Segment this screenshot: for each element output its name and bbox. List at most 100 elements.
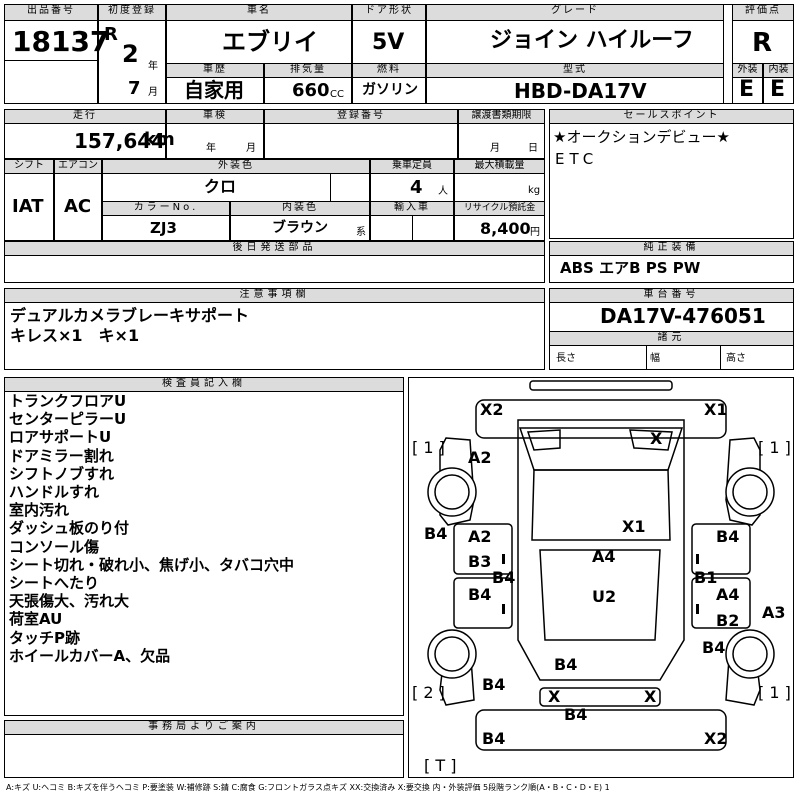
inspector-line: ロアサポートU bbox=[9, 428, 112, 447]
first-registration-cell bbox=[98, 20, 166, 104]
mileage-unit: km bbox=[144, 129, 175, 150]
displacement-label: 排気量 bbox=[264, 63, 352, 78]
fuel-label: 燃料 bbox=[352, 63, 426, 78]
damage-mark: X bbox=[650, 429, 663, 448]
grade-label: グレード bbox=[426, 4, 724, 21]
inspector-line: ドアミラー割れ bbox=[9, 446, 114, 465]
grade-value: ジョイン ハイルーフ bbox=[490, 28, 694, 53]
inspector-line: 室内汚れ bbox=[9, 501, 70, 520]
inspector-line: トランクフロアU bbox=[9, 392, 127, 410]
height-label: 高さ bbox=[726, 353, 746, 364]
damage-mark: B2 bbox=[716, 611, 740, 630]
chassis-label: 車台番号 bbox=[549, 288, 794, 303]
inspection-cell bbox=[166, 123, 264, 159]
notes-line: デュアルカメラブレーキサポート bbox=[10, 306, 250, 325]
history-cell bbox=[166, 77, 264, 104]
damage-mark: B4 bbox=[492, 568, 516, 587]
fuel-cell bbox=[352, 77, 426, 104]
displacement-cell bbox=[264, 77, 352, 104]
notes-line: キレス×1 キ×1 bbox=[10, 326, 140, 345]
transfer-day-unit: 日 bbox=[528, 143, 538, 154]
lot-number-cell bbox=[4, 20, 98, 104]
displacement-value: 660 bbox=[292, 80, 330, 101]
legend-text: A:キズ U:ヘコミ B:キズを伴うヘコミ P:要塗装 W:補修跡 S:錆 C:… bbox=[6, 783, 610, 792]
interior-color-unit: 系 bbox=[356, 227, 366, 238]
history-label: 車歴 bbox=[166, 63, 264, 78]
model-cell bbox=[426, 77, 724, 104]
equipment-cell bbox=[549, 255, 794, 283]
notes-label: 注意事項欄 bbox=[4, 288, 545, 303]
mileage-cell bbox=[4, 123, 166, 159]
damage-mark: X1 bbox=[622, 517, 646, 536]
damage-mark: B4 bbox=[564, 705, 588, 724]
interior-cell bbox=[763, 77, 794, 104]
month-unit: 月 bbox=[148, 87, 158, 98]
damage-mark: A2 bbox=[468, 527, 492, 546]
damage-mark: X bbox=[644, 687, 657, 706]
damage-mark: B4 bbox=[716, 527, 740, 546]
recycle-cell bbox=[454, 215, 545, 241]
damage-mark: X bbox=[548, 687, 561, 706]
color-no-label: カラーNo. bbox=[102, 201, 230, 216]
recycle-value: 8,400 bbox=[480, 219, 531, 238]
equipment-value: ABS エアB PS PW bbox=[560, 259, 701, 277]
mileage-label: 走行 bbox=[4, 109, 166, 124]
vehicle-diagram bbox=[408, 377, 794, 778]
damage-mark: B4 bbox=[702, 638, 726, 657]
notes-cell bbox=[4, 302, 545, 370]
inspector-line: タッチP跡 bbox=[9, 628, 80, 647]
recycle-label: リサイクル預託金 bbox=[454, 201, 545, 216]
shift-value: IAT bbox=[12, 196, 44, 217]
inspection-year-unit: 年 bbox=[206, 143, 216, 154]
exterior-value: E bbox=[739, 77, 755, 102]
damage-mark: B4 bbox=[482, 675, 506, 694]
score-value: R bbox=[752, 28, 773, 58]
damage-mark: B1 bbox=[694, 568, 718, 587]
ext-color-divider bbox=[330, 173, 331, 202]
registration-number-label: 登録番号 bbox=[264, 109, 458, 124]
dimensions-divider bbox=[646, 345, 647, 370]
corner-label-front-right: [ 1 ] bbox=[758, 438, 791, 457]
inspector-line: ダッシュ板のり付 bbox=[9, 519, 130, 538]
capacity-unit: 人 bbox=[438, 186, 448, 197]
inspector-line: シート切れ・破れ小、焦げ小、タバコ穴中 bbox=[9, 555, 295, 574]
inspection-month-unit: 月 bbox=[246, 143, 256, 154]
color-no-value: ZJ3 bbox=[150, 219, 177, 237]
car-name: エブリイ bbox=[222, 28, 318, 56]
later-parts-cell bbox=[4, 255, 545, 283]
ac-cell bbox=[54, 173, 102, 241]
transfer-month-unit: 月 bbox=[490, 143, 500, 154]
capacity-value: 4 bbox=[410, 177, 423, 198]
dimensions-divider bbox=[720, 345, 721, 370]
chassis-value: DA17V-476051 bbox=[600, 304, 766, 328]
shift-cell bbox=[4, 173, 54, 241]
registration-number-cell bbox=[264, 123, 458, 159]
damage-mark: B4 bbox=[468, 585, 492, 604]
exterior-color-label: 外装色 bbox=[102, 159, 370, 174]
transfer-deadline-cell bbox=[458, 123, 545, 159]
sales-point-label: セールスポイント bbox=[549, 109, 794, 124]
ac-value: AC bbox=[64, 196, 92, 217]
inspector-cell bbox=[4, 391, 404, 716]
inspector-line: シートへたり bbox=[9, 574, 100, 592]
import-divider bbox=[412, 215, 413, 241]
first-registration-label: 初度登録 bbox=[98, 4, 166, 21]
sales-point-line: ★オークションデビュー★ bbox=[553, 128, 730, 146]
fuel-value: ガソリン bbox=[362, 82, 418, 98]
exterior-label: 外装 bbox=[732, 63, 763, 78]
damage-mark: A4 bbox=[716, 585, 740, 604]
sales-point-line: ETC bbox=[555, 150, 599, 168]
capacity-label: 乗車定員 bbox=[370, 159, 454, 174]
inspector-line: シフトノブすれ bbox=[9, 464, 115, 483]
interior-color-label: 内装色 bbox=[230, 201, 370, 216]
mileage-value: 157,644 bbox=[74, 129, 166, 153]
transfer-deadline-label: 譲渡書類期限 bbox=[458, 109, 545, 124]
displacement-unit: CC bbox=[330, 89, 344, 100]
inspector-line: センターピラーU bbox=[9, 410, 127, 429]
later-parts-label: 後日発送部品 bbox=[4, 241, 545, 256]
damage-mark: A4 bbox=[592, 547, 616, 566]
inspector-line: コンソール傷 bbox=[9, 537, 100, 556]
car-name-label: 車名 bbox=[166, 4, 352, 21]
dimensions-cell bbox=[549, 345, 794, 370]
inspection-label: 車検 bbox=[166, 109, 264, 124]
